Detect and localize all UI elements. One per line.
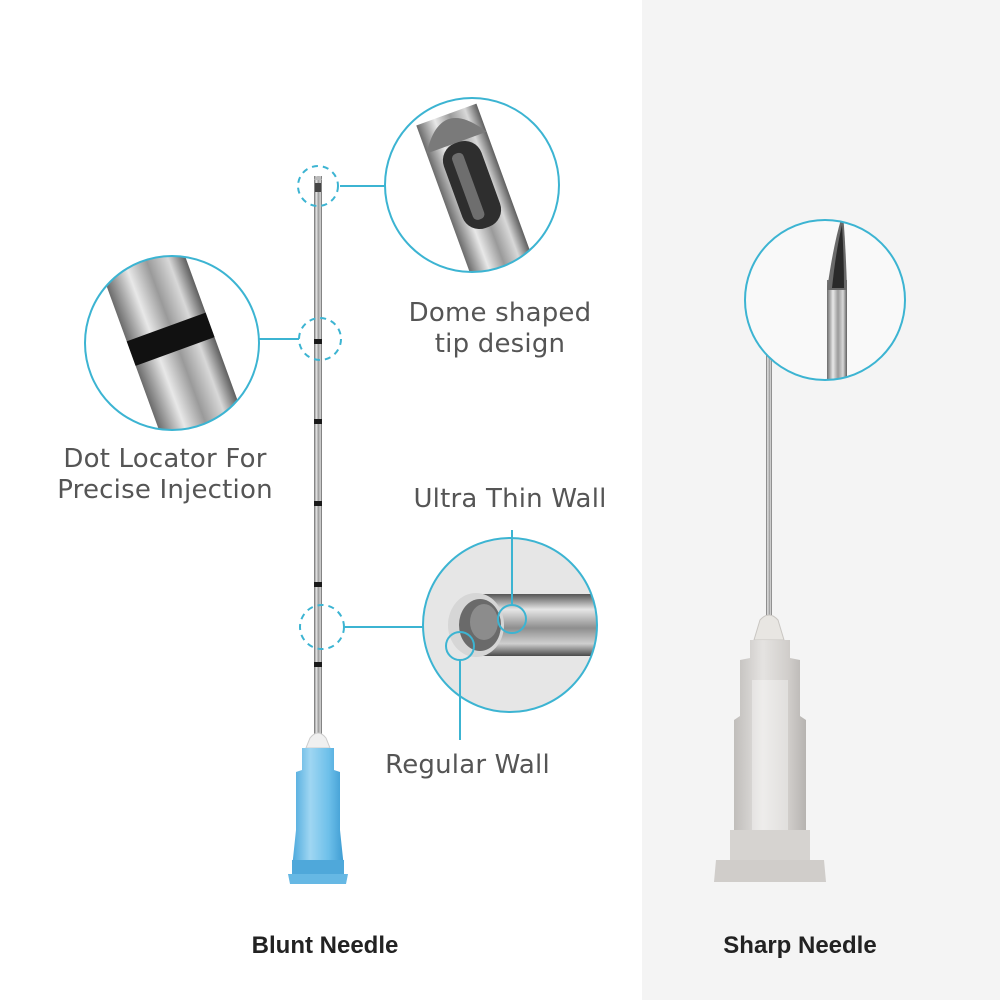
sharp-needle-panel-bg — [642, 0, 1000, 1000]
blunt-needle-caption: Blunt Needle — [251, 932, 399, 959]
dot-target-circle — [298, 317, 342, 361]
tip-target-circle — [297, 165, 339, 207]
sharp-needle-hub — [714, 614, 826, 882]
bevel-tip-magnifier-icon — [744, 219, 906, 381]
ultra-thin-wall-label: Ultra Thin Wall — [413, 484, 607, 514]
dot-band-magnifier-icon — [84, 255, 260, 431]
dome-tip-magnifier-icon — [384, 97, 560, 273]
dome-tip-label-line2: tip design — [434, 329, 566, 359]
dot-locator-label: Dot Locator For Precise Injection — [30, 444, 300, 506]
dome-tip-label-line1: Dome shaped — [408, 298, 592, 328]
blunt-needle-shaft — [314, 176, 322, 736]
dot-locator-label-line1: Dot Locator For — [63, 444, 267, 474]
dome-tip-label: Dome shaped tip design — [380, 298, 620, 360]
blunt-needle-hub — [288, 732, 348, 884]
tube-cross-section-icon — [422, 530, 598, 740]
sharp-needle-caption: Sharp Needle — [723, 932, 877, 959]
regular-wall-label: Regular Wall — [385, 750, 550, 780]
dot-locator-label-line2: Precise Injection — [57, 475, 273, 505]
